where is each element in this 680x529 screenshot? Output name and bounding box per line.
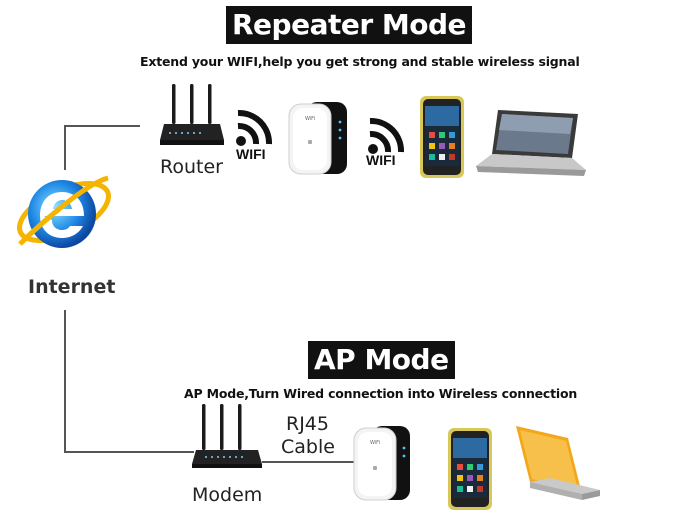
connector-rj45-cable xyxy=(262,461,354,463)
smartphone-icon xyxy=(448,428,492,510)
connector-internet-router-h xyxy=(64,125,140,127)
router-icon xyxy=(192,404,262,468)
laptop-icon xyxy=(516,426,600,500)
internet-label: Internet xyxy=(28,276,116,298)
smartphone-icon xyxy=(420,96,464,178)
wifi-signal-icon xyxy=(236,110,272,146)
ap-mode-subtitle: AP Mode,Turn Wired connection into Wirel… xyxy=(184,386,578,401)
laptop-icon xyxy=(476,110,586,176)
wifi-signal-icon xyxy=(368,118,404,154)
wifi-repeater-icon: WiFi xyxy=(288,102,347,175)
svg-text:WiFi: WiFi xyxy=(305,116,315,122)
wifi-label-1: WIFI xyxy=(236,146,266,162)
rj45-label: RJ45 xyxy=(286,413,329,435)
modem-label: Modem xyxy=(192,484,263,506)
wifi-repeater-icon: WiFi xyxy=(353,426,410,501)
repeater-mode-subtitle: Extend your WIFI,help you get strong and… xyxy=(140,54,580,69)
ap-mode-title: AP Mode xyxy=(308,341,455,379)
router-label: Router xyxy=(160,156,223,178)
connector-internet-router-v xyxy=(64,125,66,170)
svg-text:WiFi: WiFi xyxy=(370,440,380,446)
internet-explorer-icon xyxy=(17,175,111,248)
wifi-label-2: WIFI xyxy=(366,152,396,168)
repeater-mode-title: Repeater Mode xyxy=(226,6,473,44)
connector-internet-modem-h xyxy=(64,451,194,453)
router-icon xyxy=(160,84,224,145)
connector-internet-modem-v xyxy=(64,310,66,452)
cable-label: Cable xyxy=(281,436,335,458)
